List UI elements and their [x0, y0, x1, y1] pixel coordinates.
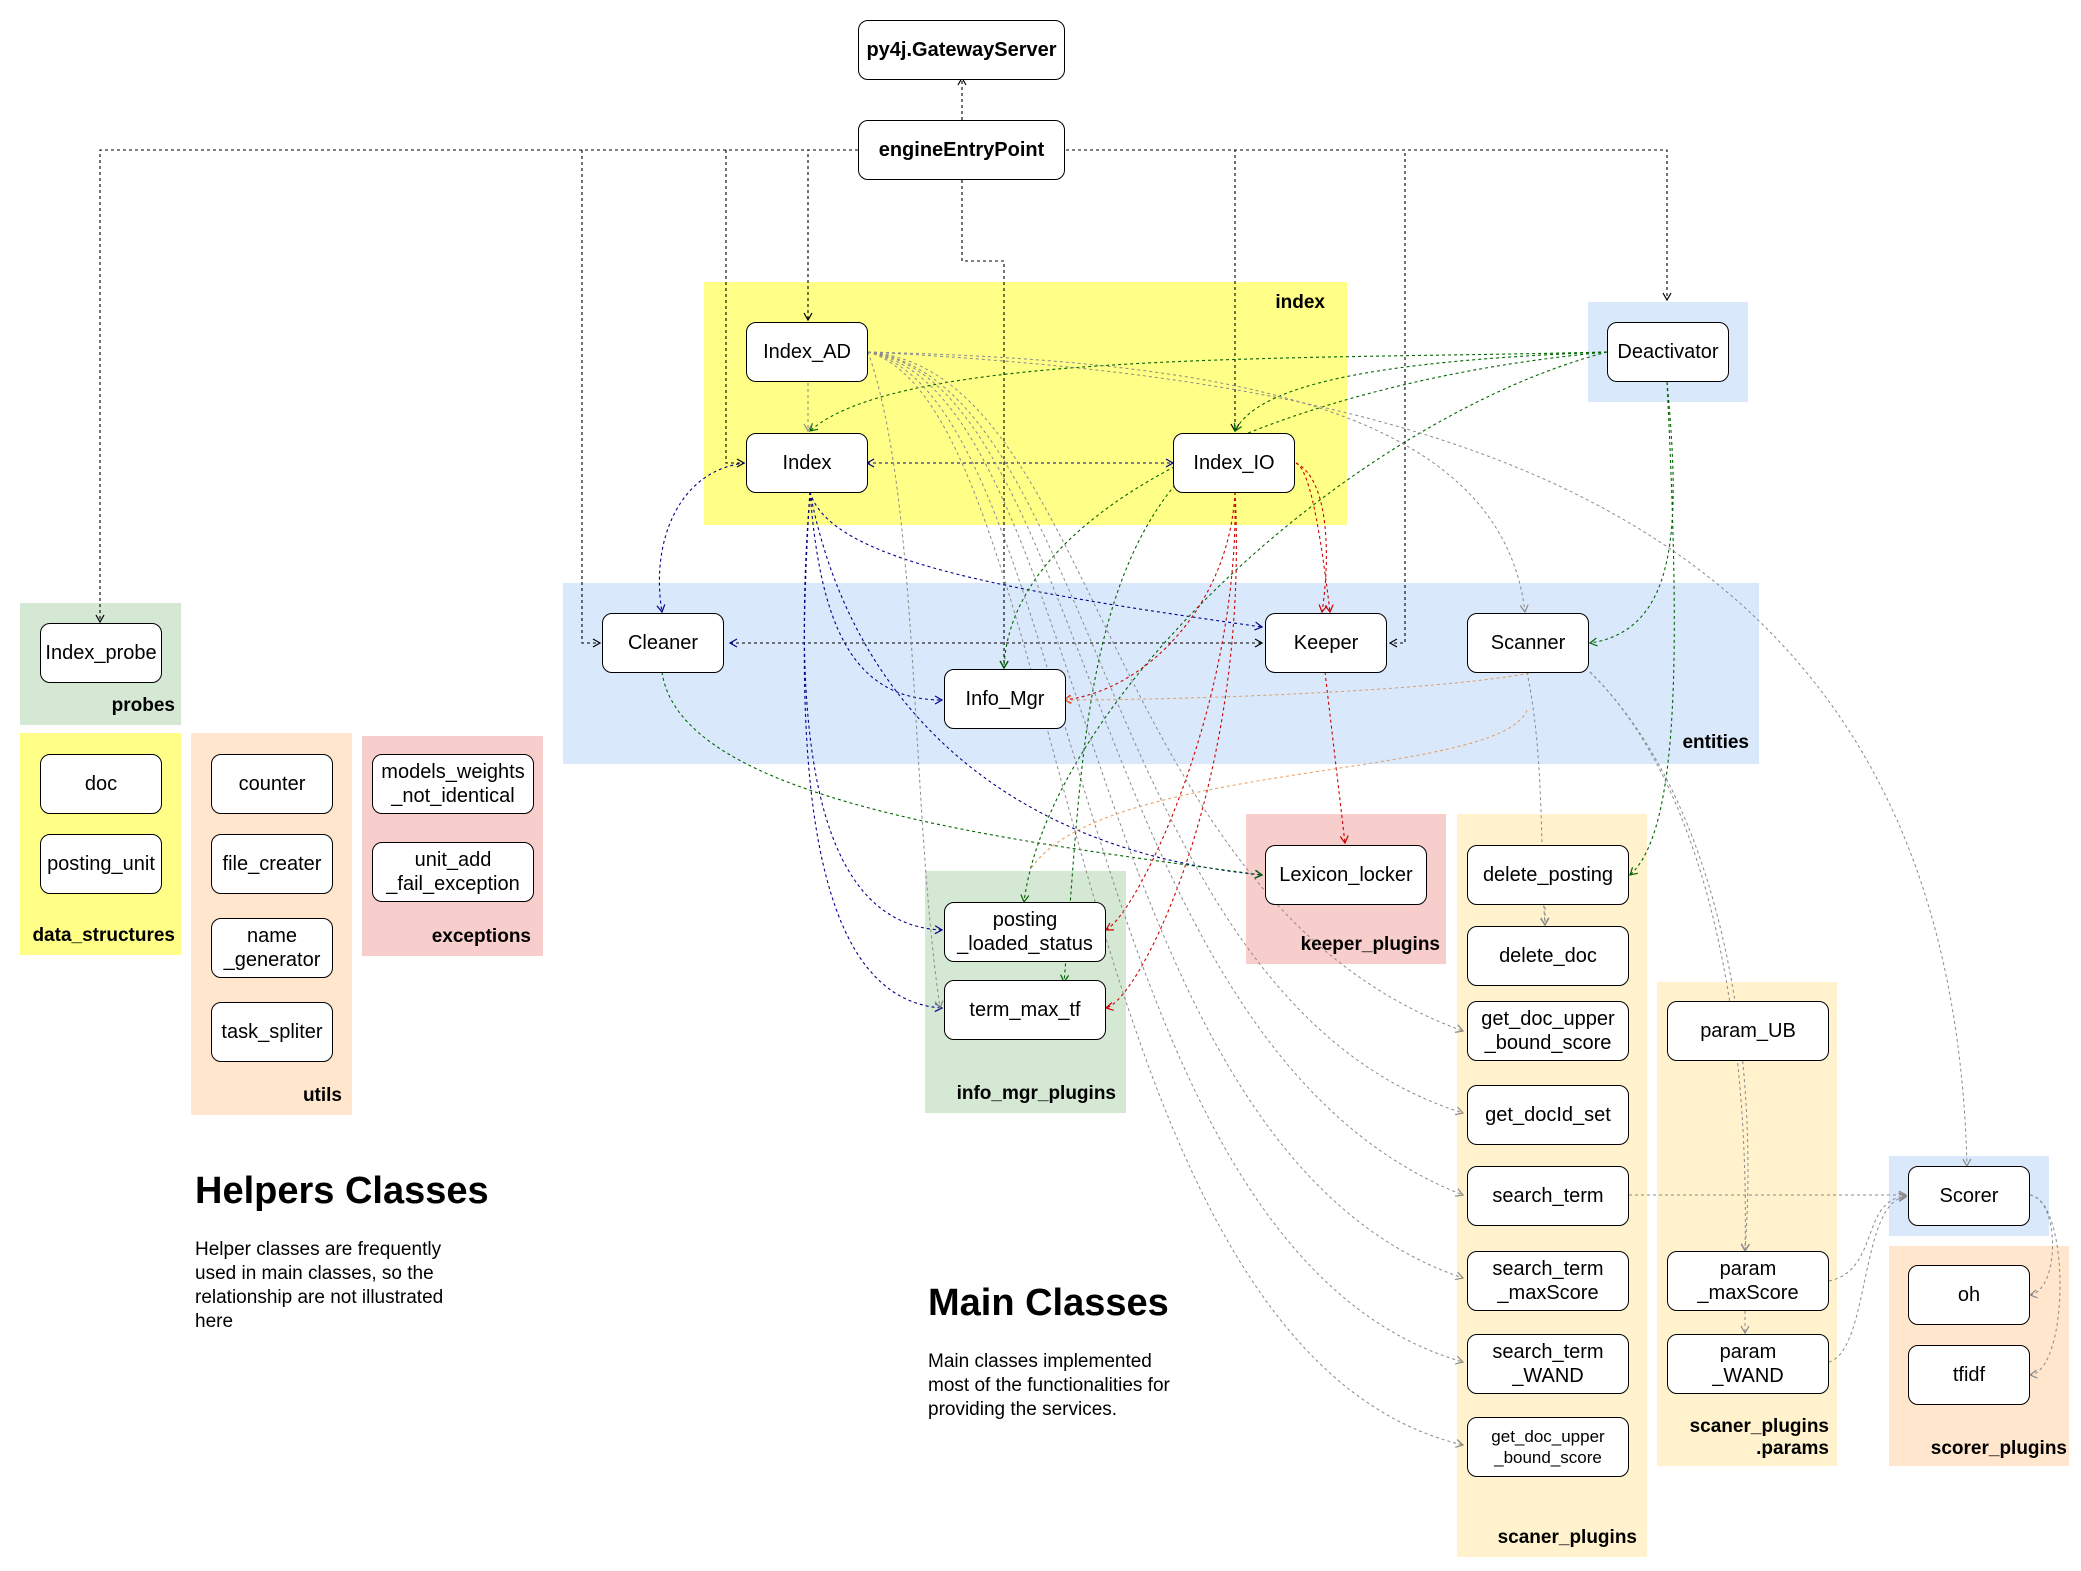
node-index-io[interactable]: Index_IO	[1173, 433, 1295, 493]
group-label: scaner_plugins .params	[1689, 1416, 1829, 1459]
node-tfidf[interactable]: tfidf	[1908, 1345, 2030, 1405]
edges-blue	[656, 458, 1264, 1013]
node-file-creater[interactable]: file_creater	[211, 834, 333, 894]
group-label: index	[1275, 292, 1325, 313]
node-keeper[interactable]: Keeper	[1265, 613, 1387, 673]
node-oh[interactable]: oh	[1908, 1265, 2030, 1325]
node-gateway-server[interactable]: py4j.GatewayServer	[858, 20, 1065, 80]
edge-orange	[1062, 671, 1536, 705]
group-label: entities	[1682, 732, 1749, 753]
group-label: utils	[302, 1085, 342, 1106]
edges-gray	[803, 351, 2061, 1448]
node-index[interactable]: Index	[746, 433, 868, 493]
node-search-term-wand[interactable]: search_term _WAND	[1467, 1334, 1629, 1394]
node-doc[interactable]: doc	[40, 754, 162, 814]
node-index-probe[interactable]: Index_probe	[40, 623, 162, 683]
node-get-doc-upper-bound-score-2[interactable]: get_doc_upper _bound_score	[1467, 1417, 1629, 1477]
node-lexicon-locker[interactable]: Lexicon_locker	[1265, 845, 1427, 905]
helpers-title: Helpers Classes	[195, 1170, 489, 1212]
node-scanner[interactable]: Scanner	[1467, 613, 1589, 673]
helpers-description: Helper classes are frequently used in ma…	[195, 1239, 444, 1332]
main-title: Main Classes	[928, 1282, 1169, 1324]
node-task-spliter[interactable]: task_spliter	[211, 1002, 333, 1062]
main-description: Main classes implemented most of the fun…	[928, 1351, 1170, 1420]
node-param-ub[interactable]: param_UB	[1667, 1001, 1829, 1061]
node-name-generator[interactable]: name _generator	[211, 918, 333, 978]
node-get-doc-upper-bound-score[interactable]: get_doc_upper _bound_score	[1467, 1001, 1629, 1061]
node-delete-posting[interactable]: delete_posting	[1467, 845, 1629, 905]
node-index-ad[interactable]: Index_AD	[746, 322, 868, 382]
edges-red	[1062, 462, 1349, 1011]
group-label: probes	[111, 695, 175, 716]
node-engine-entry-point[interactable]: engineEntryPoint	[858, 120, 1065, 180]
group-label: exceptions	[431, 926, 531, 947]
node-param-maxscore[interactable]: param _maxScore	[1667, 1251, 1829, 1311]
node-scorer[interactable]: Scorer	[1908, 1166, 2030, 1226]
group-label: scaner_plugins	[1497, 1527, 1637, 1548]
edge-orange-2	[1029, 709, 1528, 871]
node-deactivator[interactable]: Deactivator	[1607, 322, 1729, 382]
node-models-weights[interactable]: models_weights _not_identical	[372, 754, 534, 814]
node-delete-doc[interactable]: delete_doc	[1467, 926, 1629, 986]
group-label: info_mgr_plugins	[956, 1083, 1116, 1104]
edges-entry	[95, 76, 1672, 670]
node-posting-loaded-status[interactable]: posting _loaded_status	[944, 902, 1106, 962]
node-param-wand[interactable]: param _WAND	[1667, 1334, 1829, 1394]
group-label: keeper_plugins	[1300, 934, 1440, 955]
group-label: data_structures	[32, 925, 175, 946]
node-counter[interactable]: counter	[211, 754, 333, 814]
group-label: scorer_plugins	[1930, 1438, 2067, 1459]
node-term-max-tf[interactable]: term_max_tf	[944, 980, 1106, 1040]
node-posting-unit[interactable]: posting_unit	[40, 834, 162, 894]
node-unit-add[interactable]: unit_add _fail_exception	[372, 842, 534, 902]
node-search-term[interactable]: search_term	[1467, 1166, 1629, 1226]
node-search-term-maxscore[interactable]: search_term _maxScore	[1467, 1251, 1629, 1311]
node-cleaner[interactable]: Cleaner	[602, 613, 724, 673]
node-info-mgr[interactable]: Info_Mgr	[944, 669, 1066, 729]
node-get-docid-set[interactable]: get_docId_set	[1467, 1085, 1629, 1145]
